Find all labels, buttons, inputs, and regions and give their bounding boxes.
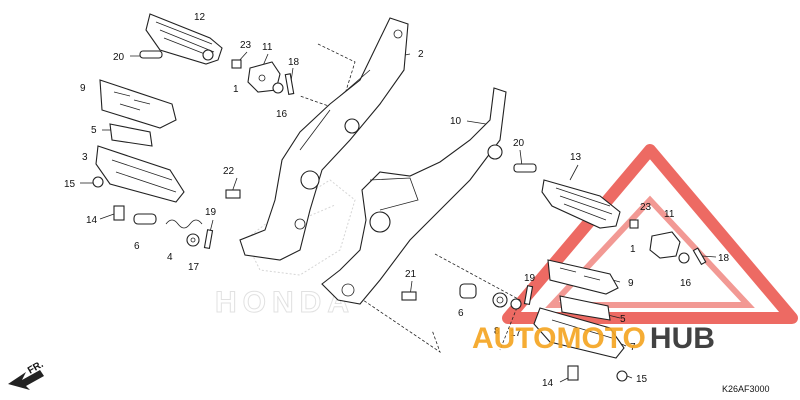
part-pin-20b (513, 163, 537, 173)
part-spring-8 (492, 292, 508, 308)
part-rubber-9b (547, 259, 619, 295)
part-number-labels: 12 20 23 11 2 9 1 18 16 5 3 15 22 14 19 … (64, 12, 730, 389)
part-main-bracket-10 (321, 87, 507, 305)
part-washer-16b (678, 252, 690, 264)
part-footpeg-13 (541, 179, 621, 229)
label-6-left: 6 (134, 241, 140, 252)
label-21: 21 (405, 269, 417, 280)
label-8: 8 (494, 326, 500, 337)
honda-watermark-text: HONDA (215, 286, 355, 319)
label-16-left: 16 (276, 109, 288, 120)
part-spring-23b (629, 219, 639, 229)
part-washer-17a (186, 233, 200, 247)
part-main-bracket-2 (239, 17, 409, 261)
label-6-right: 6 (458, 308, 464, 319)
part-pin-6 (133, 213, 157, 225)
label-14-right: 14 (542, 378, 554, 389)
part-spring-23 (231, 59, 242, 69)
label-18-left: 18 (288, 57, 300, 68)
part-spring-4 (165, 219, 203, 229)
front-direction-label: FR. (26, 359, 46, 377)
label-19-left: 19 (205, 207, 217, 218)
watermark-moto: MOTO (556, 322, 645, 355)
part-bolt-14 (113, 205, 125, 221)
watermark-hub: HUB (650, 322, 715, 355)
part-plate-5 (109, 123, 153, 147)
label-7: 7 (630, 342, 636, 353)
part-bolt-21 (401, 291, 417, 301)
label-11-right: 11 (664, 209, 675, 220)
part-bolt-14b (567, 365, 579, 381)
label-1-left: 1 (233, 84, 239, 95)
label-17-left: 17 (188, 262, 200, 273)
label-5-left: 5 (91, 125, 97, 136)
label-14-left: 14 (86, 215, 98, 226)
label-9-left: 9 (80, 83, 86, 94)
label-3: 3 (82, 152, 88, 163)
part-pin-20 (139, 50, 163, 59)
part-washer-16a (272, 82, 284, 94)
label-9-right: 9 (628, 278, 634, 289)
label-17-right: 17 (510, 328, 522, 339)
part-plate-5b (559, 295, 611, 321)
automotohub-triangle (502, 144, 798, 324)
label-23-right: 23 (640, 202, 652, 213)
front-direction-arrow: FR. (8, 359, 46, 390)
label-11-left: 11 (262, 42, 273, 53)
label-10: 10 (450, 116, 462, 127)
part-bolt-22 (225, 189, 241, 199)
label-20-right: 20 (513, 138, 525, 149)
label-22: 22 (223, 166, 235, 177)
label-18-right: 18 (718, 253, 730, 264)
label-4: 4 (167, 252, 173, 263)
label-13: 13 (570, 152, 582, 163)
part-bolt-15b (616, 370, 628, 382)
part-pin-6b (459, 283, 477, 299)
label-5-right: 5 (620, 314, 626, 325)
part-bolt-15 (92, 176, 104, 188)
diagram-code: K26AF3000 (722, 384, 770, 394)
label-1-right: 1 (630, 244, 636, 255)
part-bracket-11b (649, 231, 681, 259)
part-pin-19a (203, 229, 214, 250)
label-2: 2 (418, 49, 424, 60)
part-pin-18 (284, 73, 295, 96)
watermark-auto: AUTO (472, 322, 556, 355)
label-15-left: 15 (64, 179, 76, 190)
label-12-left: 12 (194, 12, 206, 23)
label-20-left: 20 (113, 52, 125, 63)
label-15-right: 15 (636, 374, 648, 385)
part-rubber-9 (99, 79, 177, 129)
part-holder-7 (533, 307, 625, 359)
part-washer-17b (510, 298, 522, 310)
part-pin-19b (523, 285, 534, 306)
part-holder-3 (95, 145, 185, 203)
part-pin-18b (692, 247, 707, 266)
part-footpeg-12 (145, 13, 223, 65)
label-16-right: 16 (680, 278, 692, 289)
label-19-right: 19 (524, 273, 536, 284)
label-23-left: 23 (240, 40, 252, 51)
